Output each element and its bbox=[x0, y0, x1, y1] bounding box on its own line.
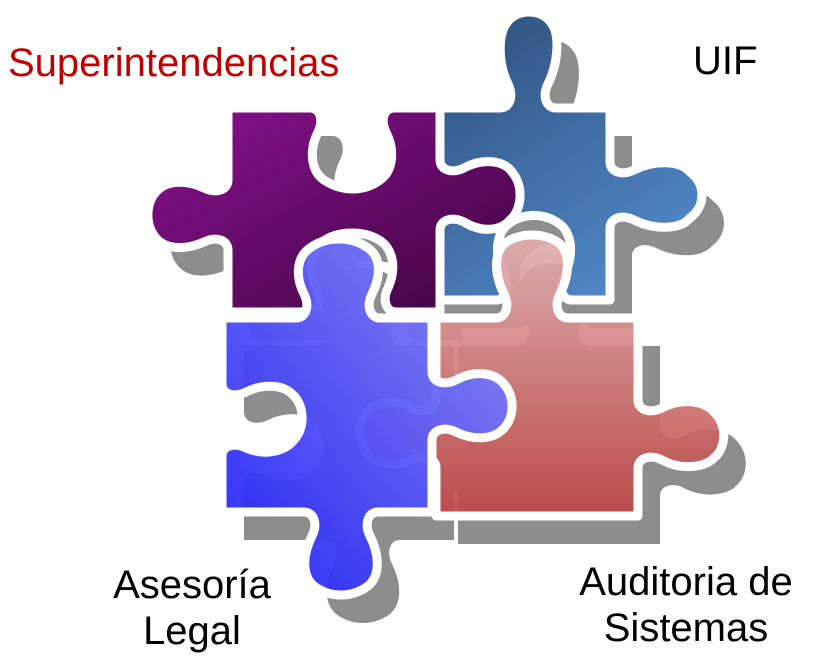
label-uif: UIF bbox=[693, 39, 758, 83]
label-asesoria-line2: Legal bbox=[143, 609, 241, 653]
label-auditoria-line1: Auditoria de bbox=[579, 560, 793, 604]
label-asesoria-legal: Asesoría Legal bbox=[62, 562, 322, 654]
label-asesoria-line1: Asesoría bbox=[113, 563, 271, 607]
label-auditoria-line2: Sistemas bbox=[603, 606, 769, 650]
label-superintendencias: Superintendencias bbox=[8, 41, 340, 85]
label-auditoria-sistemas: Auditoria de Sistemas bbox=[548, 559, 821, 651]
